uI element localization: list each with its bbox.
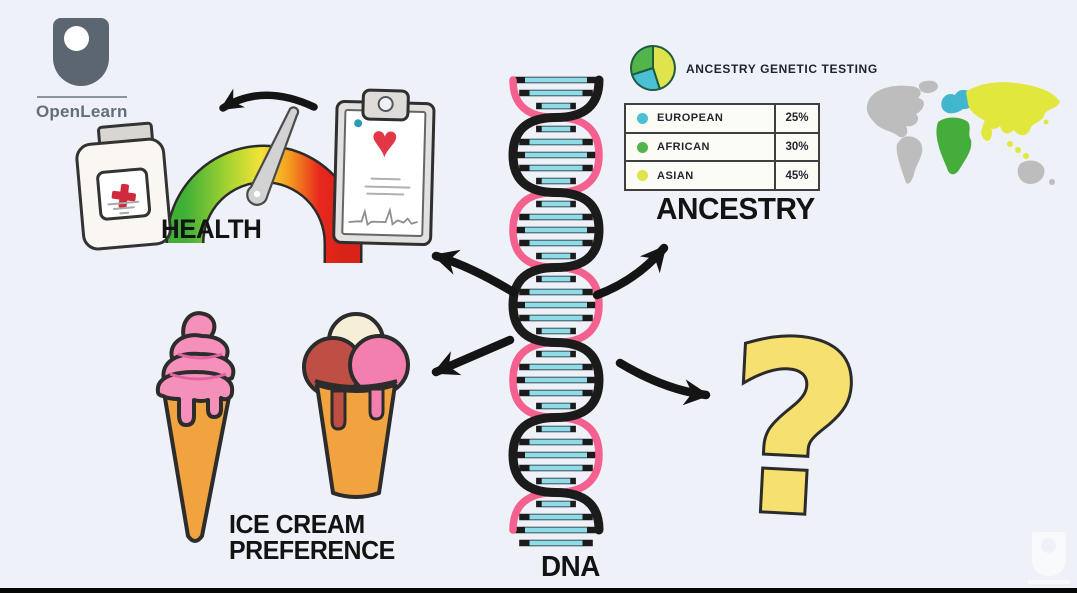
dna-helix-icon [508,75,604,547]
arrow-to-question-icon [615,358,711,406]
gauge-arrow-icon [219,88,318,112]
map-australia [1017,160,1045,184]
map-greenland [918,80,938,94]
heart-icon: ♥ [370,114,400,168]
legend-dot-european [637,112,648,124]
bottle-label-lines [99,170,145,215]
pie-slice-asian [652,45,676,90]
openlearn-shield-icon [53,18,109,86]
arrow-to-health-icon [431,249,518,297]
clipboard-paper: ♥ [341,108,427,238]
soft-serve-ice-cream-icon [155,311,236,543]
map-island [1015,147,1021,153]
map-india [981,122,993,141]
map-island [1023,153,1029,159]
needle-highlight [253,190,261,198]
dna-label: DNA [541,551,600,583]
clipboard-board: ♥ [331,99,436,247]
table-row: EUROPEAN 25% [626,105,818,134]
openlearn-logo-text: OpenLearn [36,102,128,121]
bottle-body [74,136,174,252]
gauge-needle [246,106,300,206]
arrow-to-ice-cream-icon [431,335,515,377]
logo-divider [37,96,127,98]
arrow-to-ancestry-icon [592,243,669,300]
ancestry-table: EUROPEAN 25% AFRICAN 30% ASIAN 45% [624,103,820,191]
bottle-label [95,166,152,222]
ice-cream-label-line1: ICE CREAM [229,509,365,539]
ice-cream-label: ICE CREAM PREFERENCE [229,511,395,563]
drip-pink [368,387,385,421]
table-row: ASIAN 45% [626,162,818,190]
map-africa [936,117,972,175]
question-mark-icon: ? [719,292,869,572]
ou-watermark-icon [1028,532,1077,592]
swirl-base-drips [155,370,235,427]
ecg-line-icon [348,206,418,227]
row-value: 30% [774,133,818,161]
row-label: EUROPEAN [657,112,724,125]
clipboard-clip [361,88,411,122]
bottom-black-bar [0,588,1077,593]
legend-dot-african [637,141,648,153]
pie-slice-african [630,45,654,76]
map-asia [966,82,1060,136]
map-island [1007,141,1013,147]
legend-dot-asian [637,170,648,182]
table-row: AFRICAN 30% [626,133,818,163]
ancestry-label: ANCESTRY [656,191,815,226]
row-value: 45% [774,162,818,190]
map-new-zealand [1049,179,1055,185]
cup-rim [314,379,398,389]
swirl-shade-line [177,352,223,360]
shield-circle [64,26,89,51]
drip-chocolate [330,389,347,431]
row-value: 25% [774,105,818,132]
world-map [866,80,1060,185]
row-label: AFRICAN [657,141,710,153]
health-clipboard-icon: ♥ [331,88,436,247]
ancestry-pie-chart [630,45,676,91]
map-europe [941,89,974,114]
map-north-america [866,85,924,138]
health-label: HEALTH [161,214,262,244]
scoop-ice-cream-icon [302,312,410,499]
swirl-shade-line [169,372,227,381]
map-japan [1043,119,1049,125]
ancestry-testing-header: ANCESTRY GENETIC TESTING [686,62,878,76]
row-label: ASIAN [657,169,694,182]
ice-cream-label-line2: PREFERENCE [229,535,395,565]
map-south-america [896,136,923,184]
